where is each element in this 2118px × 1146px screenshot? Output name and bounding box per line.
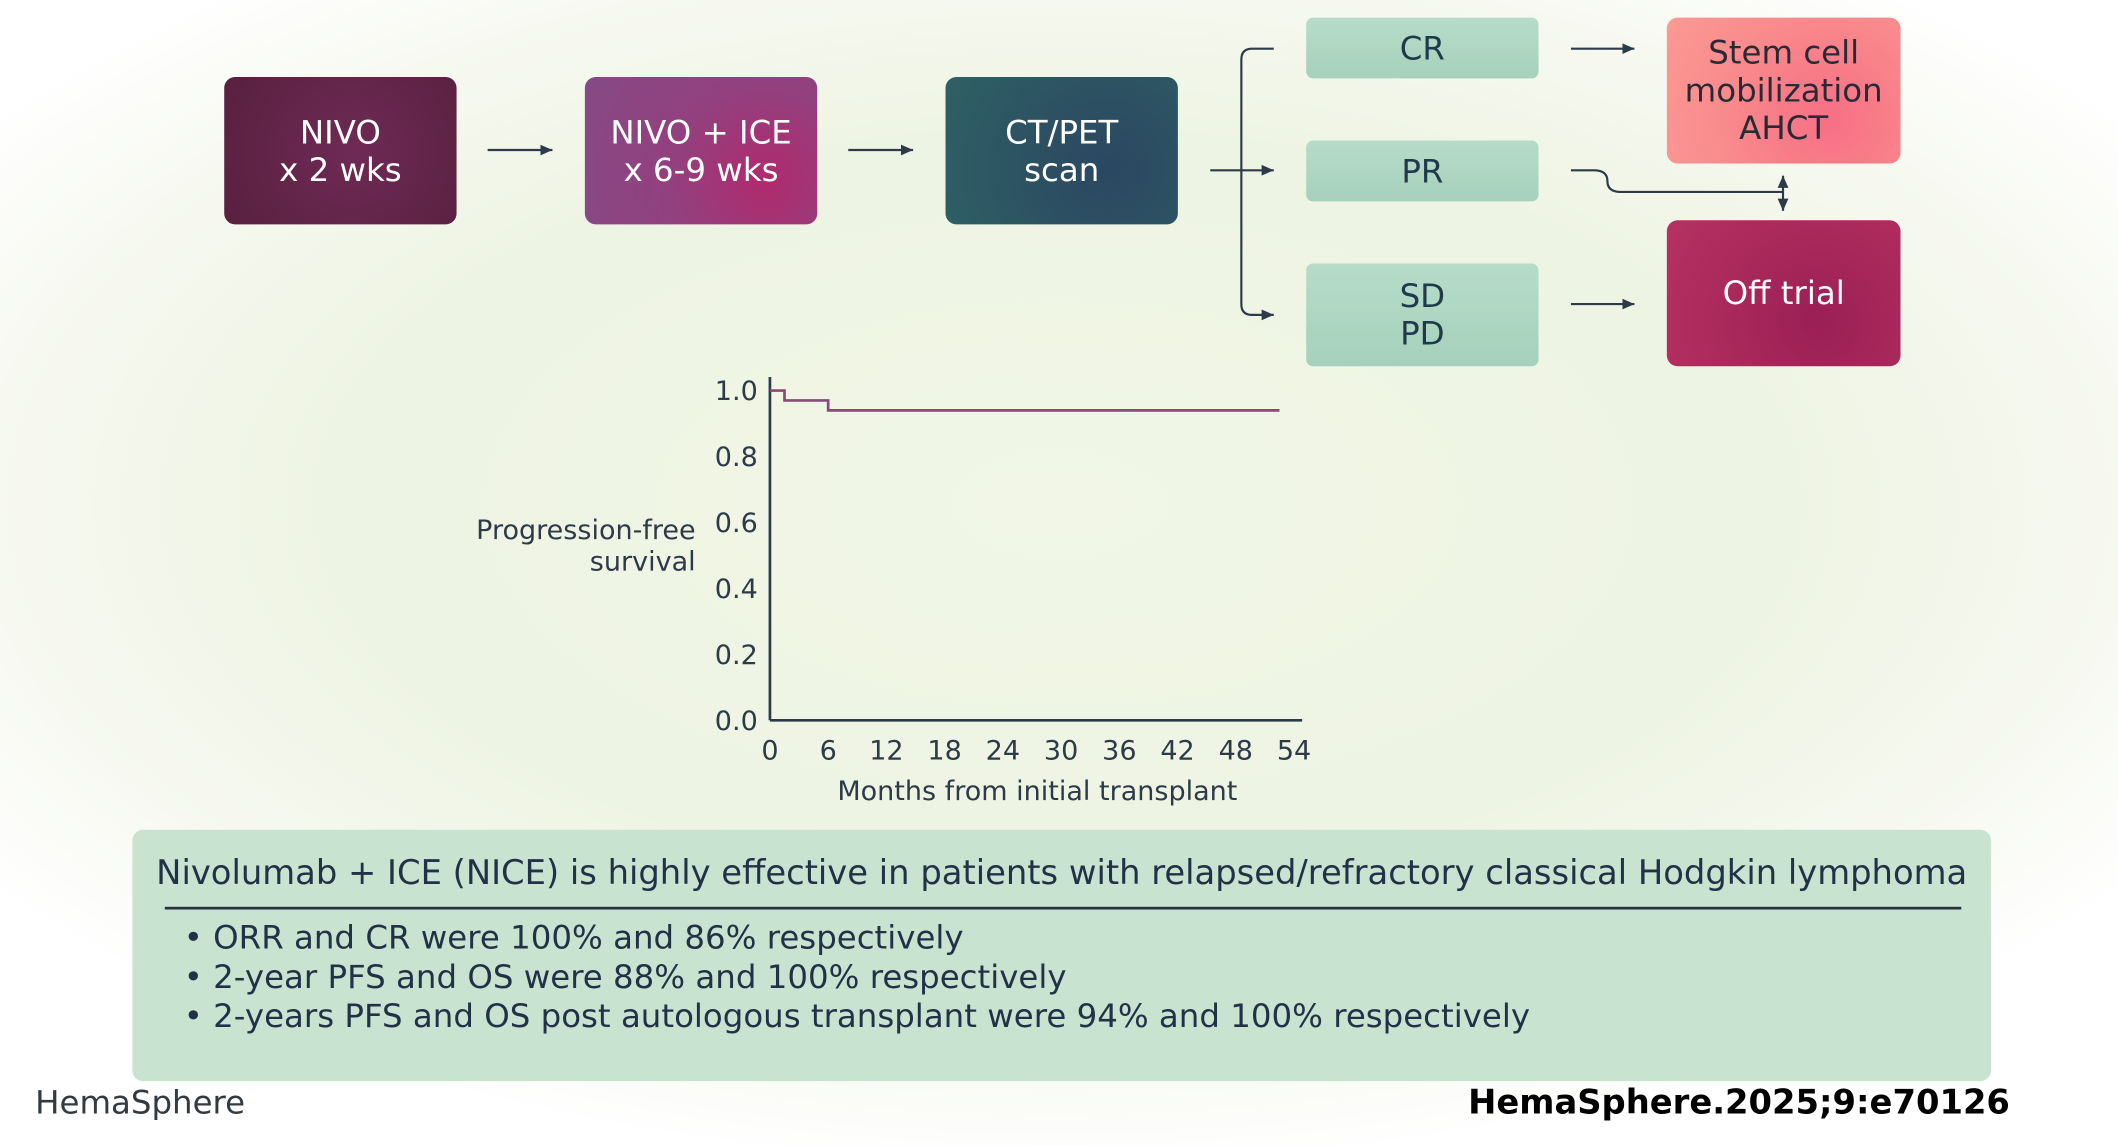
- nivo-ice-box: NIVO + ICE x 6-9 wks: [584, 77, 818, 225]
- y-tick-label: 0.8: [715, 442, 758, 473]
- sd-pd-box: SD PD: [1306, 263, 1539, 367]
- off-trial-box: Off trial: [1666, 220, 1901, 367]
- x-tick-label: 48: [1219, 735, 1253, 766]
- pr-box: PR: [1306, 140, 1539, 202]
- summary-title: Nivolumab + ICE (NICE) is highly effecti…: [156, 852, 1968, 892]
- y-tick-label: 0.0: [715, 706, 758, 737]
- x-tick-label: 54: [1277, 735, 1311, 766]
- x-tick-label: 18: [927, 735, 961, 766]
- y-tick-label: 1.0: [715, 376, 758, 407]
- summary-bullet: 2-year PFS and OS were 88% and 100% resp…: [184, 958, 1530, 997]
- ctpet-scan-box: CT/PET scan: [945, 77, 1178, 225]
- connector-pr-to-outcomes: [1570, 169, 1784, 193]
- x-tick-label: 0: [761, 735, 778, 766]
- pfs-curve: [769, 389, 1280, 412]
- summary-divider: [164, 906, 1962, 910]
- x-tick-label: 6: [820, 735, 837, 766]
- stem-cell-box: Stem cell mobilization AHCT: [1666, 17, 1901, 164]
- x-tick-label: 36: [1102, 735, 1136, 766]
- cr-box: CR: [1306, 17, 1539, 79]
- x-tick-label: 24: [986, 735, 1020, 766]
- branch-to-cr: [1240, 47, 1274, 321]
- x-tick-label: 30: [1044, 735, 1078, 766]
- brand-logo-text: HemaSphere: [35, 1083, 246, 1122]
- summary-bullet: 2-years PFS and OS post autologous trans…: [184, 997, 1530, 1036]
- pfs-chart: 0.0 0.2 0.4 0.6 0.8 1.0 0 6 12 18 24 30 36 42 48 54: [715, 376, 1311, 766]
- summary-panel: Nivolumab + ICE (NICE) is highly effecti…: [132, 829, 1992, 1082]
- y-tick-label: 0.6: [715, 508, 758, 539]
- nivo-box: NIVO x 2 wks: [224, 77, 457, 225]
- y-tick-label: 0.4: [715, 574, 758, 605]
- citation: HemaSphere.2025;9:e70126: [1468, 1082, 2010, 1122]
- y-axis-label: Progression-free survival: [476, 513, 696, 578]
- x-tick-label: 12: [869, 735, 903, 766]
- y-tick-label: 0.2: [715, 640, 758, 671]
- summary-list: ORR and CR were 100% and 86% respectivel…: [184, 919, 1530, 1037]
- summary-bullet: ORR and CR were 100% and 86% respectivel…: [184, 919, 1530, 958]
- x-tick-label: 42: [1160, 735, 1194, 766]
- x-axis-label: Months from initial transplant: [837, 774, 1238, 807]
